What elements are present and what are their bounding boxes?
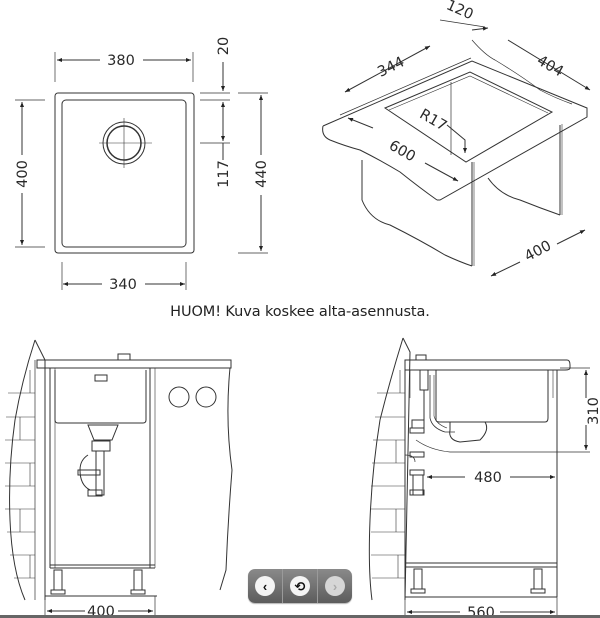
dim-400-iso: 400 <box>522 238 554 265</box>
top-view-sink <box>54 92 195 254</box>
iso-view-countertop <box>322 39 588 267</box>
previous-button[interactable]: ‹ <box>248 569 283 603</box>
dim-400-front: 400 <box>87 604 115 618</box>
chevron-right-icon: › <box>325 576 345 596</box>
dim-440: 440 <box>254 160 270 188</box>
installation-note: HUOM! Kuva koskee alta-asennusta. <box>170 304 430 320</box>
image-viewer-controls: ‹ ⟲ › <box>248 569 352 603</box>
side-view-cabinet <box>368 337 590 601</box>
dim-20: 20 <box>216 37 232 55</box>
chevron-left-icon: ‹ <box>255 576 275 596</box>
dim-344: 344 <box>375 54 407 81</box>
dim-600: 600 <box>386 138 418 166</box>
dim-340: 340 <box>109 277 137 293</box>
front-view-cabinet <box>5 339 233 601</box>
dim-r17: R17 <box>417 106 450 134</box>
bottom-border <box>0 615 600 618</box>
dim-480: 480 <box>474 470 502 486</box>
dim-404: 404 <box>534 53 566 81</box>
dim-117: 117 <box>216 160 232 188</box>
rotate-icon: ⟲ <box>290 576 310 596</box>
rotate-button[interactable]: ⟲ <box>283 569 318 603</box>
dim-120: 120 <box>444 0 476 23</box>
dim-380: 380 <box>107 53 135 69</box>
dim-310: 310 <box>586 397 600 425</box>
next-button[interactable]: › <box>318 569 352 603</box>
dim-560: 560 <box>467 605 495 618</box>
dim-400-top: 400 <box>15 160 31 188</box>
